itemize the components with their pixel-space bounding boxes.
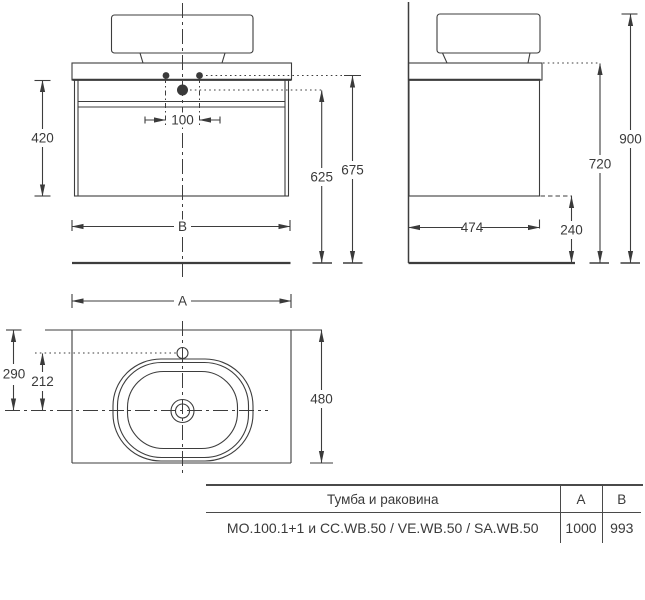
dim-a: A <box>71 294 292 309</box>
front-view: 100 420 B 6 <box>31 3 364 277</box>
dim-480-label: 480 <box>310 392 333 407</box>
dim-900: 900 <box>619 13 642 263</box>
basin-side-outline <box>436 13 541 54</box>
dim-240: 240 <box>560 196 583 263</box>
dim-474: 474 <box>408 219 541 235</box>
dim-212-label: 212 <box>31 374 54 389</box>
basin-oval-rim <box>116 361 250 459</box>
dim-212: 212 <box>31 353 54 411</box>
countertop-front <box>71 62 293 81</box>
dim-290: 290 <box>3 329 26 411</box>
spec-table-header-b: B <box>601 486 641 513</box>
dim-900-label: 900 <box>619 132 642 147</box>
dim-480: 480 <box>310 330 333 463</box>
basin-side-base <box>441 52 531 64</box>
top-view: A 290 212 480 <box>3 294 333 474</box>
dim-100-label: 100 <box>171 113 194 128</box>
dim-625-label: 625 <box>310 170 333 185</box>
dim-720: 720 <box>543 62 612 263</box>
dim-420: 420 <box>31 79 54 197</box>
dim-474-label: 474 <box>461 220 484 235</box>
drain-inner <box>174 403 191 419</box>
dim-720-label: 720 <box>589 157 612 172</box>
cabinet-side <box>408 79 541 197</box>
spec-table-product: MO.100.1+1 и CC.WB.50 / VE.WB.50 / SA.WB… <box>226 520 539 536</box>
dim-a-label: A <box>178 294 187 309</box>
dim-100: 100 <box>144 78 221 128</box>
spec-table: Тумба и раковина A B MO.100.1+1 и CC.WB.… <box>206 484 643 543</box>
mount-dot-left <box>162 72 170 79</box>
spec-table-header-a: A <box>559 486 602 513</box>
spec-table-value-b: 993 <box>601 513 642 543</box>
countertop-side <box>407 62 543 81</box>
cabinet-front <box>73 79 290 197</box>
mount-dot-right <box>196 72 203 79</box>
faucet-hole-dot <box>177 84 188 96</box>
dim-290-label: 290 <box>3 367 26 382</box>
dim-675-label: 675 <box>341 163 364 178</box>
spec-table-header-product: Тумба и раковина <box>206 486 560 513</box>
dim-675: 675 <box>341 74 364 263</box>
dim-625: 625 <box>310 90 333 263</box>
basin-oval-outer <box>112 358 254 462</box>
dim-b-label: B <box>178 219 187 234</box>
dim-b: B <box>71 219 291 234</box>
basin-oval-inner <box>126 370 239 450</box>
spec-table-value-a: 1000 <box>559 513 602 543</box>
side-view: 474 240 720 900 <box>407 2 642 265</box>
dim-420-label: 420 <box>31 131 54 146</box>
drain-outer <box>170 398 195 424</box>
dim-240-label: 240 <box>560 223 583 238</box>
